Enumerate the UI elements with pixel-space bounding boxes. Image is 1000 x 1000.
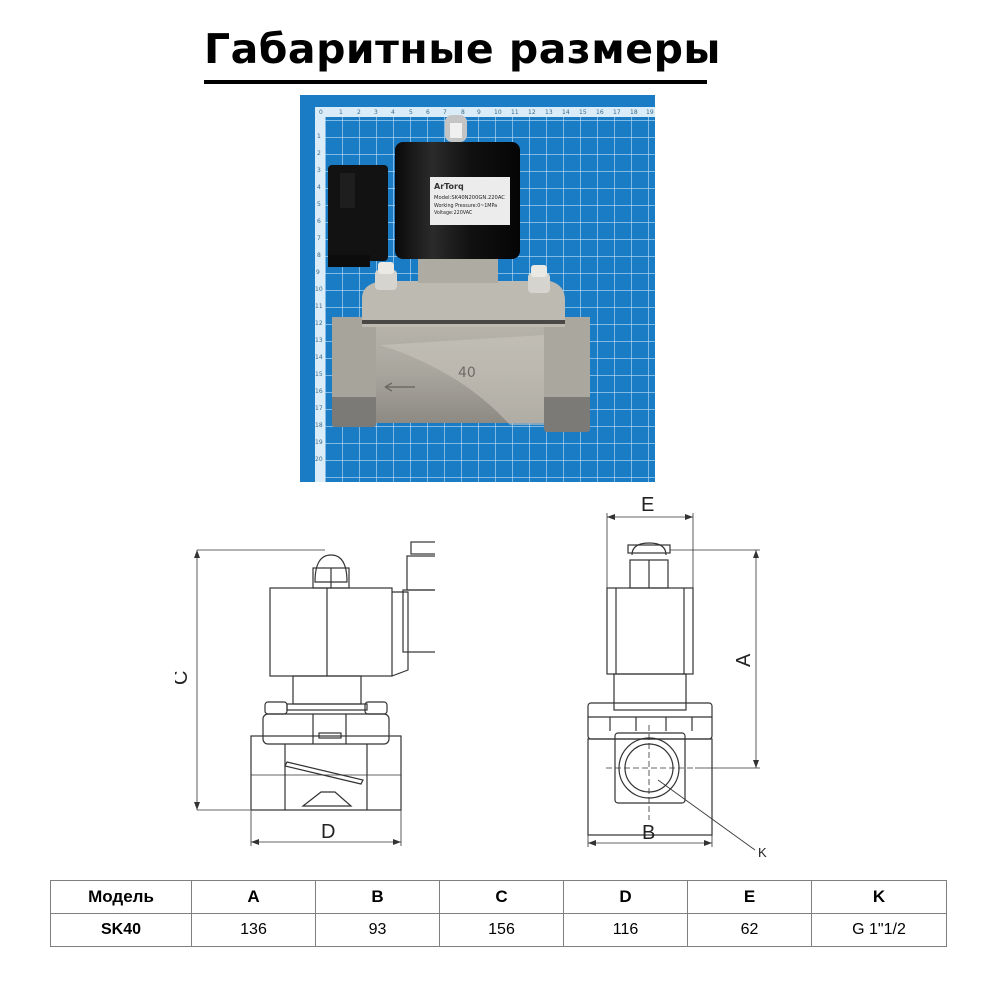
body-marking: 40: [458, 365, 476, 381]
svg-text:12: 12: [315, 320, 323, 327]
cell-k: G 1"1/2: [811, 913, 947, 947]
cell-a: 136: [191, 913, 316, 947]
svg-text:12: 12: [528, 109, 536, 116]
svg-text:11: 11: [315, 303, 323, 310]
svg-text:3: 3: [374, 109, 378, 116]
svg-text:6: 6: [317, 218, 321, 225]
header-c: C: [439, 880, 564, 914]
svg-text:7: 7: [317, 235, 321, 242]
table-header-row: Модель A B C D E K: [50, 880, 947, 914]
svg-text:7: 7: [443, 109, 447, 116]
svg-text:10: 10: [494, 109, 502, 116]
header-b: B: [315, 880, 440, 914]
cell-e: 62: [687, 913, 812, 947]
svg-text:17: 17: [613, 109, 621, 116]
header-k: K: [811, 880, 947, 914]
header-model: Модель: [50, 880, 192, 914]
dim-a-label: A: [733, 653, 755, 667]
svg-text:13: 13: [545, 109, 553, 116]
svg-text:5: 5: [409, 109, 413, 116]
label-voltage: Voltage:220VAC: [434, 210, 473, 216]
header-d: D: [563, 880, 688, 914]
svg-text:3: 3: [317, 167, 321, 174]
svg-text:2: 2: [357, 109, 361, 116]
svg-text:8: 8: [461, 109, 465, 116]
header-a: A: [191, 880, 316, 914]
label-pressure: Working Pressure:0~1MPa: [434, 203, 497, 209]
svg-text:0: 0: [319, 109, 323, 116]
svg-text:2: 2: [317, 150, 321, 157]
dim-k-label: K: [758, 845, 767, 860]
svg-text:18: 18: [630, 109, 638, 116]
cell-d: 116: [563, 913, 688, 947]
dim-d-label: D: [321, 821, 335, 843]
svg-text:14: 14: [562, 109, 570, 116]
cell-b: 93: [315, 913, 440, 947]
side-view-drawing: C D: [170, 530, 456, 860]
svg-text:9: 9: [316, 269, 320, 276]
svg-text:15: 15: [579, 109, 587, 116]
ruler-top: 0 1 2 3 4 5 6 7 8 9 10 11 12 13 14 15 16…: [319, 109, 654, 116]
svg-text:20: 20: [315, 456, 323, 463]
svg-text:4: 4: [317, 184, 321, 191]
svg-text:18: 18: [315, 422, 323, 429]
ruler-left: 1 2 3 4 5 6 7 8 9 10 11 12 13 14 15 16 1…: [315, 133, 323, 463]
flange-bolts: [375, 262, 550, 293]
specs-table: Модель A B C D E K SK40 136 93 156 116 6…: [50, 880, 947, 947]
table-row: SK40 136 93 156 116 62 G 1"1/2: [50, 913, 947, 947]
cell-model: SK40: [50, 913, 192, 947]
svg-text:8: 8: [317, 252, 321, 259]
cell-c: 156: [439, 913, 564, 947]
title-underline: [204, 80, 707, 84]
svg-text:4: 4: [391, 109, 395, 116]
page-title: Габаритные размеры: [204, 25, 721, 73]
svg-text:17: 17: [315, 405, 323, 412]
svg-text:6: 6: [426, 109, 430, 116]
svg-text:16: 16: [596, 109, 604, 116]
dim-c-label: C: [175, 671, 192, 685]
front-view-drawing: E A B: [570, 494, 790, 865]
svg-text:19: 19: [646, 109, 654, 116]
svg-text:1: 1: [339, 109, 343, 116]
svg-text:11: 11: [511, 109, 519, 116]
dim-b-label: B: [642, 822, 655, 844]
header-e: E: [687, 880, 812, 914]
svg-text:1: 1: [317, 133, 321, 140]
svg-text:5: 5: [317, 201, 321, 208]
label-brand: ArTorq: [434, 182, 464, 191]
dim-e-label: E: [641, 495, 654, 516]
svg-text:9: 9: [477, 109, 481, 116]
svg-text:15: 15: [315, 371, 323, 378]
svg-text:19: 19: [315, 439, 323, 446]
svg-text:16: 16: [315, 388, 323, 395]
svg-text:14: 14: [315, 354, 323, 361]
product-photo: 0 1 2 3 4 5 6 7 8 9 10 11 12 13 14 15 16…: [300, 95, 655, 482]
label-model: Model:SK40N200GN.220AC: [434, 195, 505, 201]
svg-text:10: 10: [315, 286, 323, 293]
svg-text:13: 13: [315, 337, 323, 344]
